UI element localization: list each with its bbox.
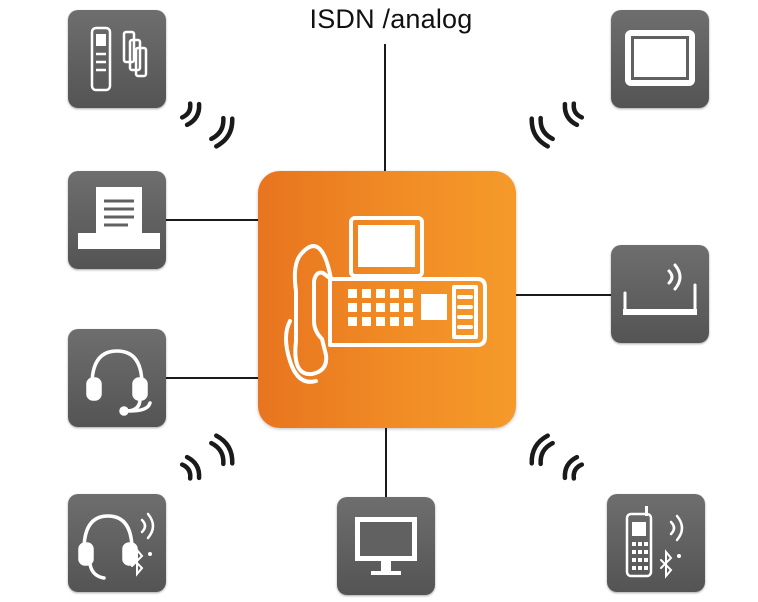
bluetooth-headset-icon (78, 512, 155, 580)
device-tile-printer (68, 171, 166, 269)
line-to-router (516, 294, 611, 296)
fax-telephone-hub (258, 171, 516, 428)
headset-icon (86, 349, 152, 416)
printer-icon (78, 187, 160, 249)
tablet-icon (625, 30, 695, 86)
device-tile-cordless-handsets (68, 10, 166, 108)
device-tile-headset (68, 329, 166, 427)
bluetooth-phone-icon (625, 506, 684, 579)
isdn-analog-label: ISDN /analog (309, 4, 473, 34)
monitor-icon (355, 517, 417, 575)
wifi-router-icon (623, 263, 697, 315)
device-tile-router (611, 245, 709, 343)
wireless-waves-lower-right (516, 433, 586, 481)
device-tile-bluetooth-headset (68, 494, 166, 592)
device-tile-tablet (611, 10, 709, 108)
line-to-isdn (384, 44, 386, 172)
wireless-waves-icon (529, 433, 585, 481)
device-tile-monitor (337, 497, 435, 595)
wireless-waves-upper-left (178, 101, 248, 149)
line-to-monitor (385, 428, 387, 498)
device-tile-bluetooth-phone (607, 494, 705, 592)
wireless-waves-lower-left (178, 433, 248, 481)
line-to-printer (166, 219, 259, 221)
wireless-waves-icon (179, 433, 235, 481)
wireless-waves-icon (179, 101, 235, 149)
fax-telephone-icon (284, 216, 487, 384)
wireless-waves-upper-right (516, 101, 586, 149)
line-to-headset (166, 377, 259, 379)
wireless-waves-icon (529, 101, 585, 149)
cordless-handsets-icon (90, 26, 148, 92)
